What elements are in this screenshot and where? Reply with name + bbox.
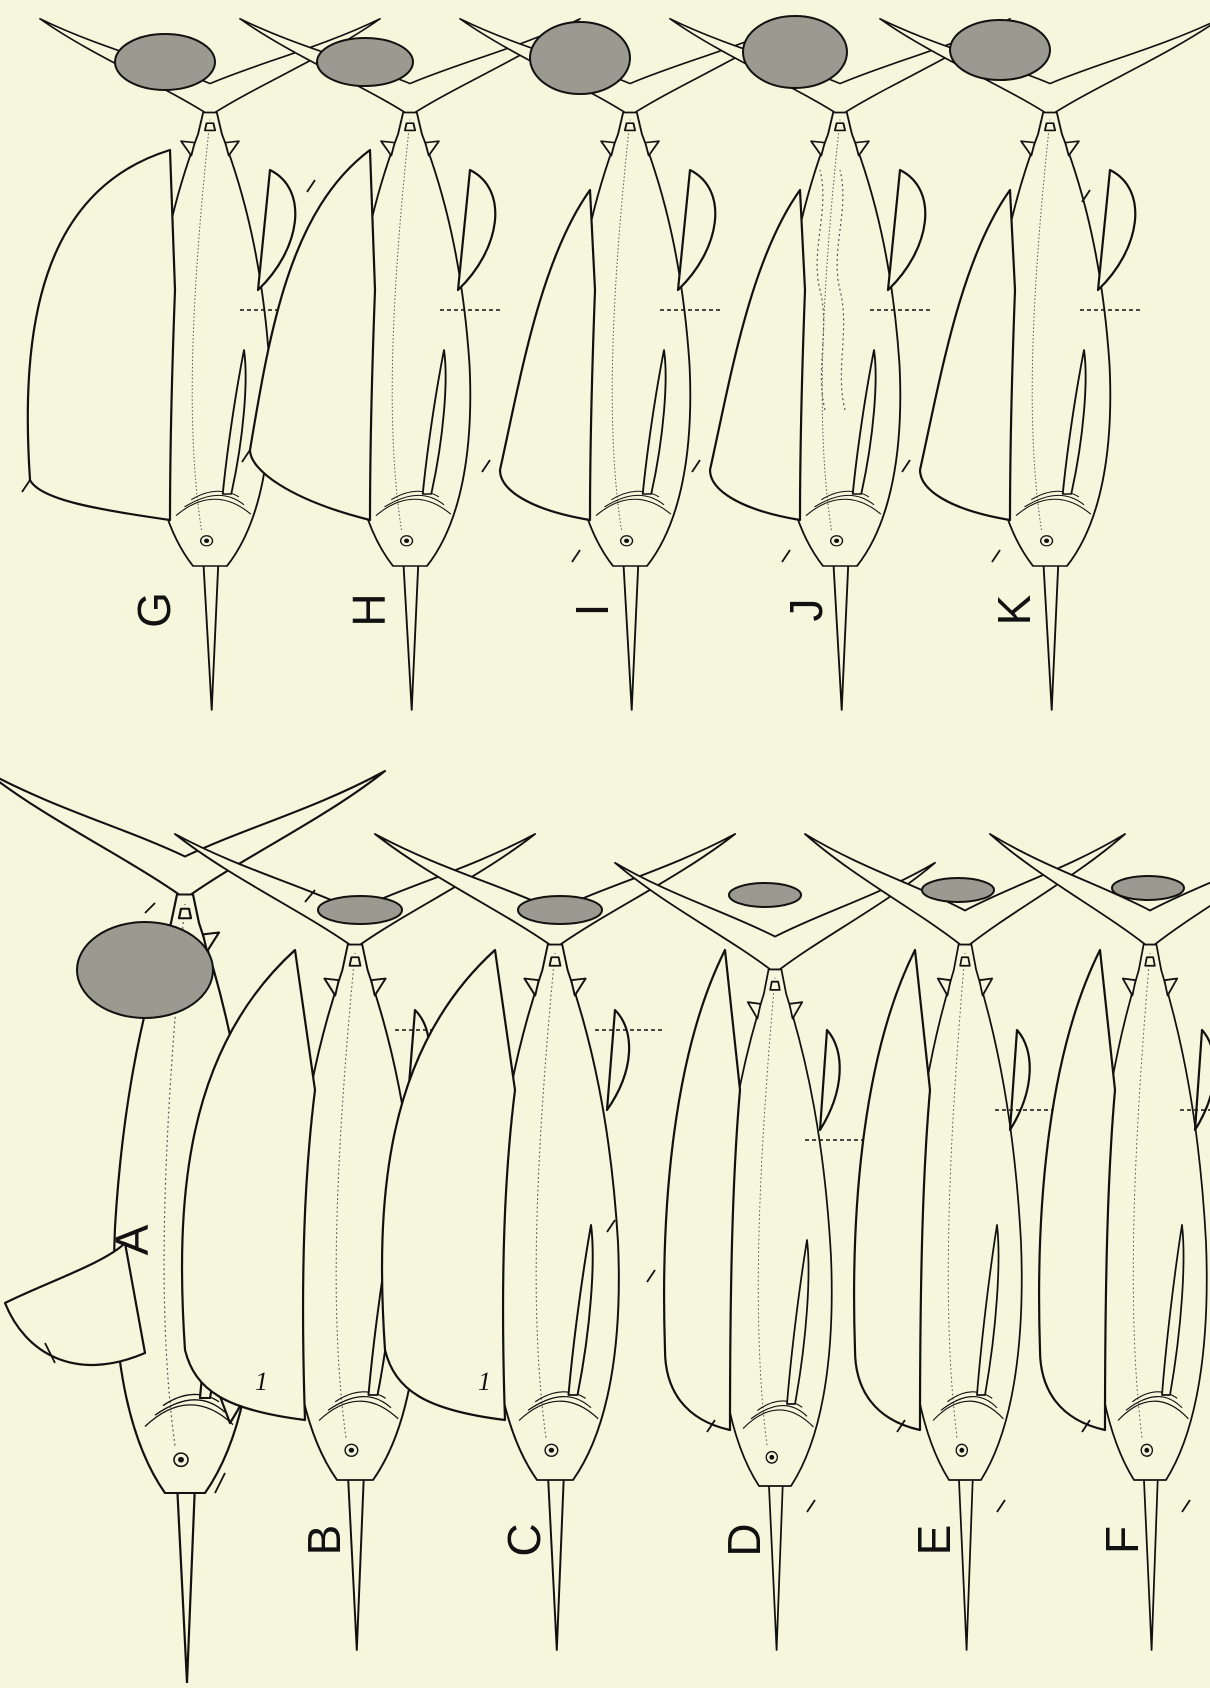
panel-label: H [343, 593, 395, 626]
panel-label: F [1096, 1526, 1148, 1554]
scale-icon [318, 896, 402, 924]
panel-label: C [498, 1523, 550, 1556]
scale-icon [729, 883, 801, 907]
panel-label: G [128, 592, 180, 628]
fin-note: 1 [478, 1367, 491, 1396]
panel-label: J [780, 599, 832, 622]
scale-icon [743, 16, 847, 88]
panel-F: F [990, 834, 1210, 1650]
panel-label: A [106, 1224, 158, 1255]
scale-icon [518, 896, 602, 924]
panel-label: B [298, 1525, 350, 1556]
scale-icon [950, 20, 1050, 80]
scale-icon [317, 38, 413, 86]
panel-label: E [908, 1525, 960, 1556]
fin-note: 1 [255, 1367, 268, 1396]
panel-K: K [880, 19, 1210, 710]
scale-icon [77, 922, 213, 1018]
scale-icon [1112, 876, 1184, 900]
panel-label: K [988, 594, 1040, 625]
panel-label: D [718, 1523, 770, 1556]
panel-label: I [566, 604, 618, 617]
scale-icon [530, 22, 630, 94]
scale-icon [922, 878, 994, 902]
scale-icon [115, 34, 215, 90]
